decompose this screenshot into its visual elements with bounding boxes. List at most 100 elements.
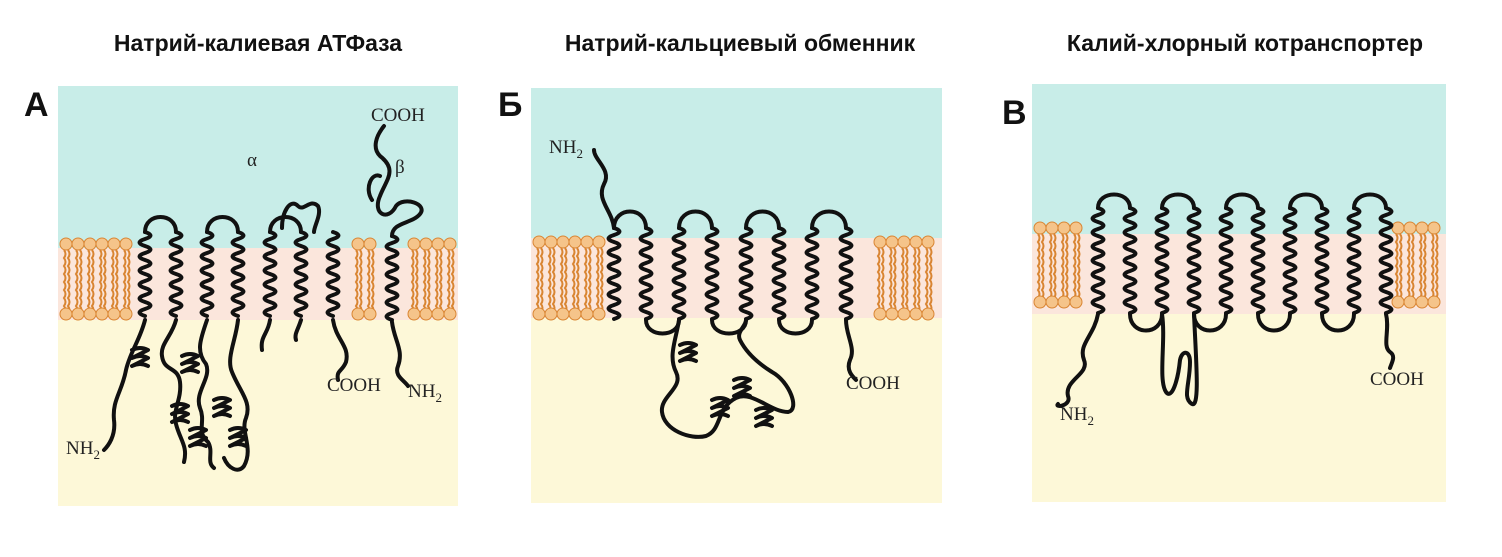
cytoplasmic-loop	[293, 318, 303, 342]
large-cytoplasmic-loop	[659, 318, 796, 439]
lipid-tail	[450, 249, 455, 315]
lipid-tail	[583, 247, 588, 313]
beta-subunit-chain	[373, 124, 424, 238]
cytoplasmic-coil	[754, 406, 774, 428]
panel-c-membrane-core	[1032, 234, 1446, 314]
lipid-tail	[1052, 233, 1057, 299]
n-terminal-tail	[1055, 312, 1100, 408]
lipid-head	[1033, 295, 1047, 309]
transmembrane-helix	[168, 230, 184, 318]
panel-b: NH2 COOH	[531, 88, 942, 503]
lipid-head	[1427, 221, 1441, 235]
cytoplasmic-coil	[170, 402, 190, 424]
lipid-head	[580, 235, 594, 249]
lipid-tail	[876, 247, 881, 313]
transmembrane-helix	[638, 226, 654, 321]
panel-a-cooh-top-label: COOH	[371, 105, 425, 126]
lipid-tail	[78, 249, 83, 315]
transmembrane-helix	[384, 234, 400, 322]
lipid-tail	[74, 249, 79, 315]
lipid-tail	[358, 249, 363, 315]
panel-a-lipid-bilayer	[59, 237, 457, 321]
transmembrane-helix	[1122, 206, 1138, 315]
extracellular-loop	[1352, 192, 1388, 210]
lipid-head	[544, 235, 558, 249]
lipid-head	[1427, 295, 1441, 309]
lipid-head	[1415, 221, 1429, 235]
panel-a-protein-chain	[102, 124, 424, 472]
extracellular-loop	[1288, 192, 1324, 210]
lipid-tail	[438, 249, 443, 315]
lipid-head	[419, 237, 433, 251]
lipid-head	[885, 307, 899, 321]
lipid-head	[568, 307, 582, 321]
lipid-tail	[66, 249, 71, 315]
panel-c: NH2 COOH	[1032, 84, 1446, 502]
lipid-head	[119, 307, 133, 321]
lipid-head	[107, 307, 121, 321]
lipid-tail	[916, 247, 921, 313]
cytoplasmic-coil	[710, 396, 730, 418]
lipid-head	[363, 237, 377, 251]
lipid-head	[431, 307, 445, 321]
panel-b-extracellular	[531, 88, 942, 238]
lipid-head	[909, 235, 923, 249]
extracellular-loop	[280, 201, 322, 234]
lipid-head	[95, 307, 109, 321]
lipid-tail	[587, 247, 592, 313]
lipid-tail	[410, 249, 415, 315]
extracellular-loop	[677, 209, 714, 230]
transmembrane-helix	[804, 226, 820, 321]
panel-b-lipid-bilayer	[532, 235, 935, 321]
transmembrane-helix	[1314, 206, 1330, 315]
lipid-tail	[535, 247, 540, 313]
lipid-tail	[354, 249, 359, 315]
cytoplasmic-loop	[777, 318, 814, 336]
lipid-head	[897, 307, 911, 321]
transmembrane-helix	[199, 230, 215, 318]
cytoplasmic-loop	[1320, 312, 1356, 333]
lipid-head	[419, 307, 433, 321]
lipid-head	[592, 235, 606, 249]
lipid-tail	[1406, 233, 1411, 299]
lipid-tail	[1072, 233, 1077, 299]
lipid-head	[921, 307, 935, 321]
transmembrane-helix	[325, 230, 341, 318]
cytoplasmic-coil	[188, 426, 208, 448]
lipid-head	[1045, 295, 1059, 309]
transmembrane-helix	[1282, 206, 1298, 315]
lipid-tail	[434, 249, 439, 315]
lipid-head	[580, 307, 594, 321]
cytoplasmic-coil	[180, 352, 200, 374]
lipid-tail	[1418, 233, 1423, 299]
panel-a-letter: А	[24, 86, 49, 124]
transmembrane-helix	[1250, 206, 1266, 315]
transmembrane-helix	[293, 230, 309, 318]
lipid-head	[443, 307, 457, 321]
lipid-tail	[370, 249, 375, 315]
lipid-head	[897, 235, 911, 249]
lipid-tail	[547, 247, 552, 313]
lipid-tail	[1398, 233, 1403, 299]
lipid-tail	[563, 247, 568, 313]
lipid-tail	[1422, 233, 1427, 299]
lipid-head	[83, 237, 97, 251]
lipid-tail	[1394, 233, 1399, 299]
extracellular-loop	[143, 215, 178, 234]
lipid-head	[544, 307, 558, 321]
cytoplasmic-coil	[212, 396, 232, 418]
lipid-head	[71, 307, 85, 321]
lipid-head	[59, 307, 73, 321]
lipid-head	[431, 237, 445, 251]
transmembrane-helix	[1154, 206, 1170, 315]
lipid-head	[351, 307, 365, 321]
lipid-head	[59, 237, 73, 251]
lipid-head	[556, 307, 570, 321]
panel-c-letter: В	[1002, 94, 1027, 132]
panel-c-cooh-label: COOH	[1370, 369, 1424, 390]
lipid-head	[407, 237, 421, 251]
panel-a-title: Натрий-калиевая АТФаза	[113, 30, 403, 56]
extracellular-loop	[810, 209, 848, 230]
n-terminal-tail	[102, 318, 147, 452]
panel-c-protein-chain	[1055, 192, 1396, 408]
